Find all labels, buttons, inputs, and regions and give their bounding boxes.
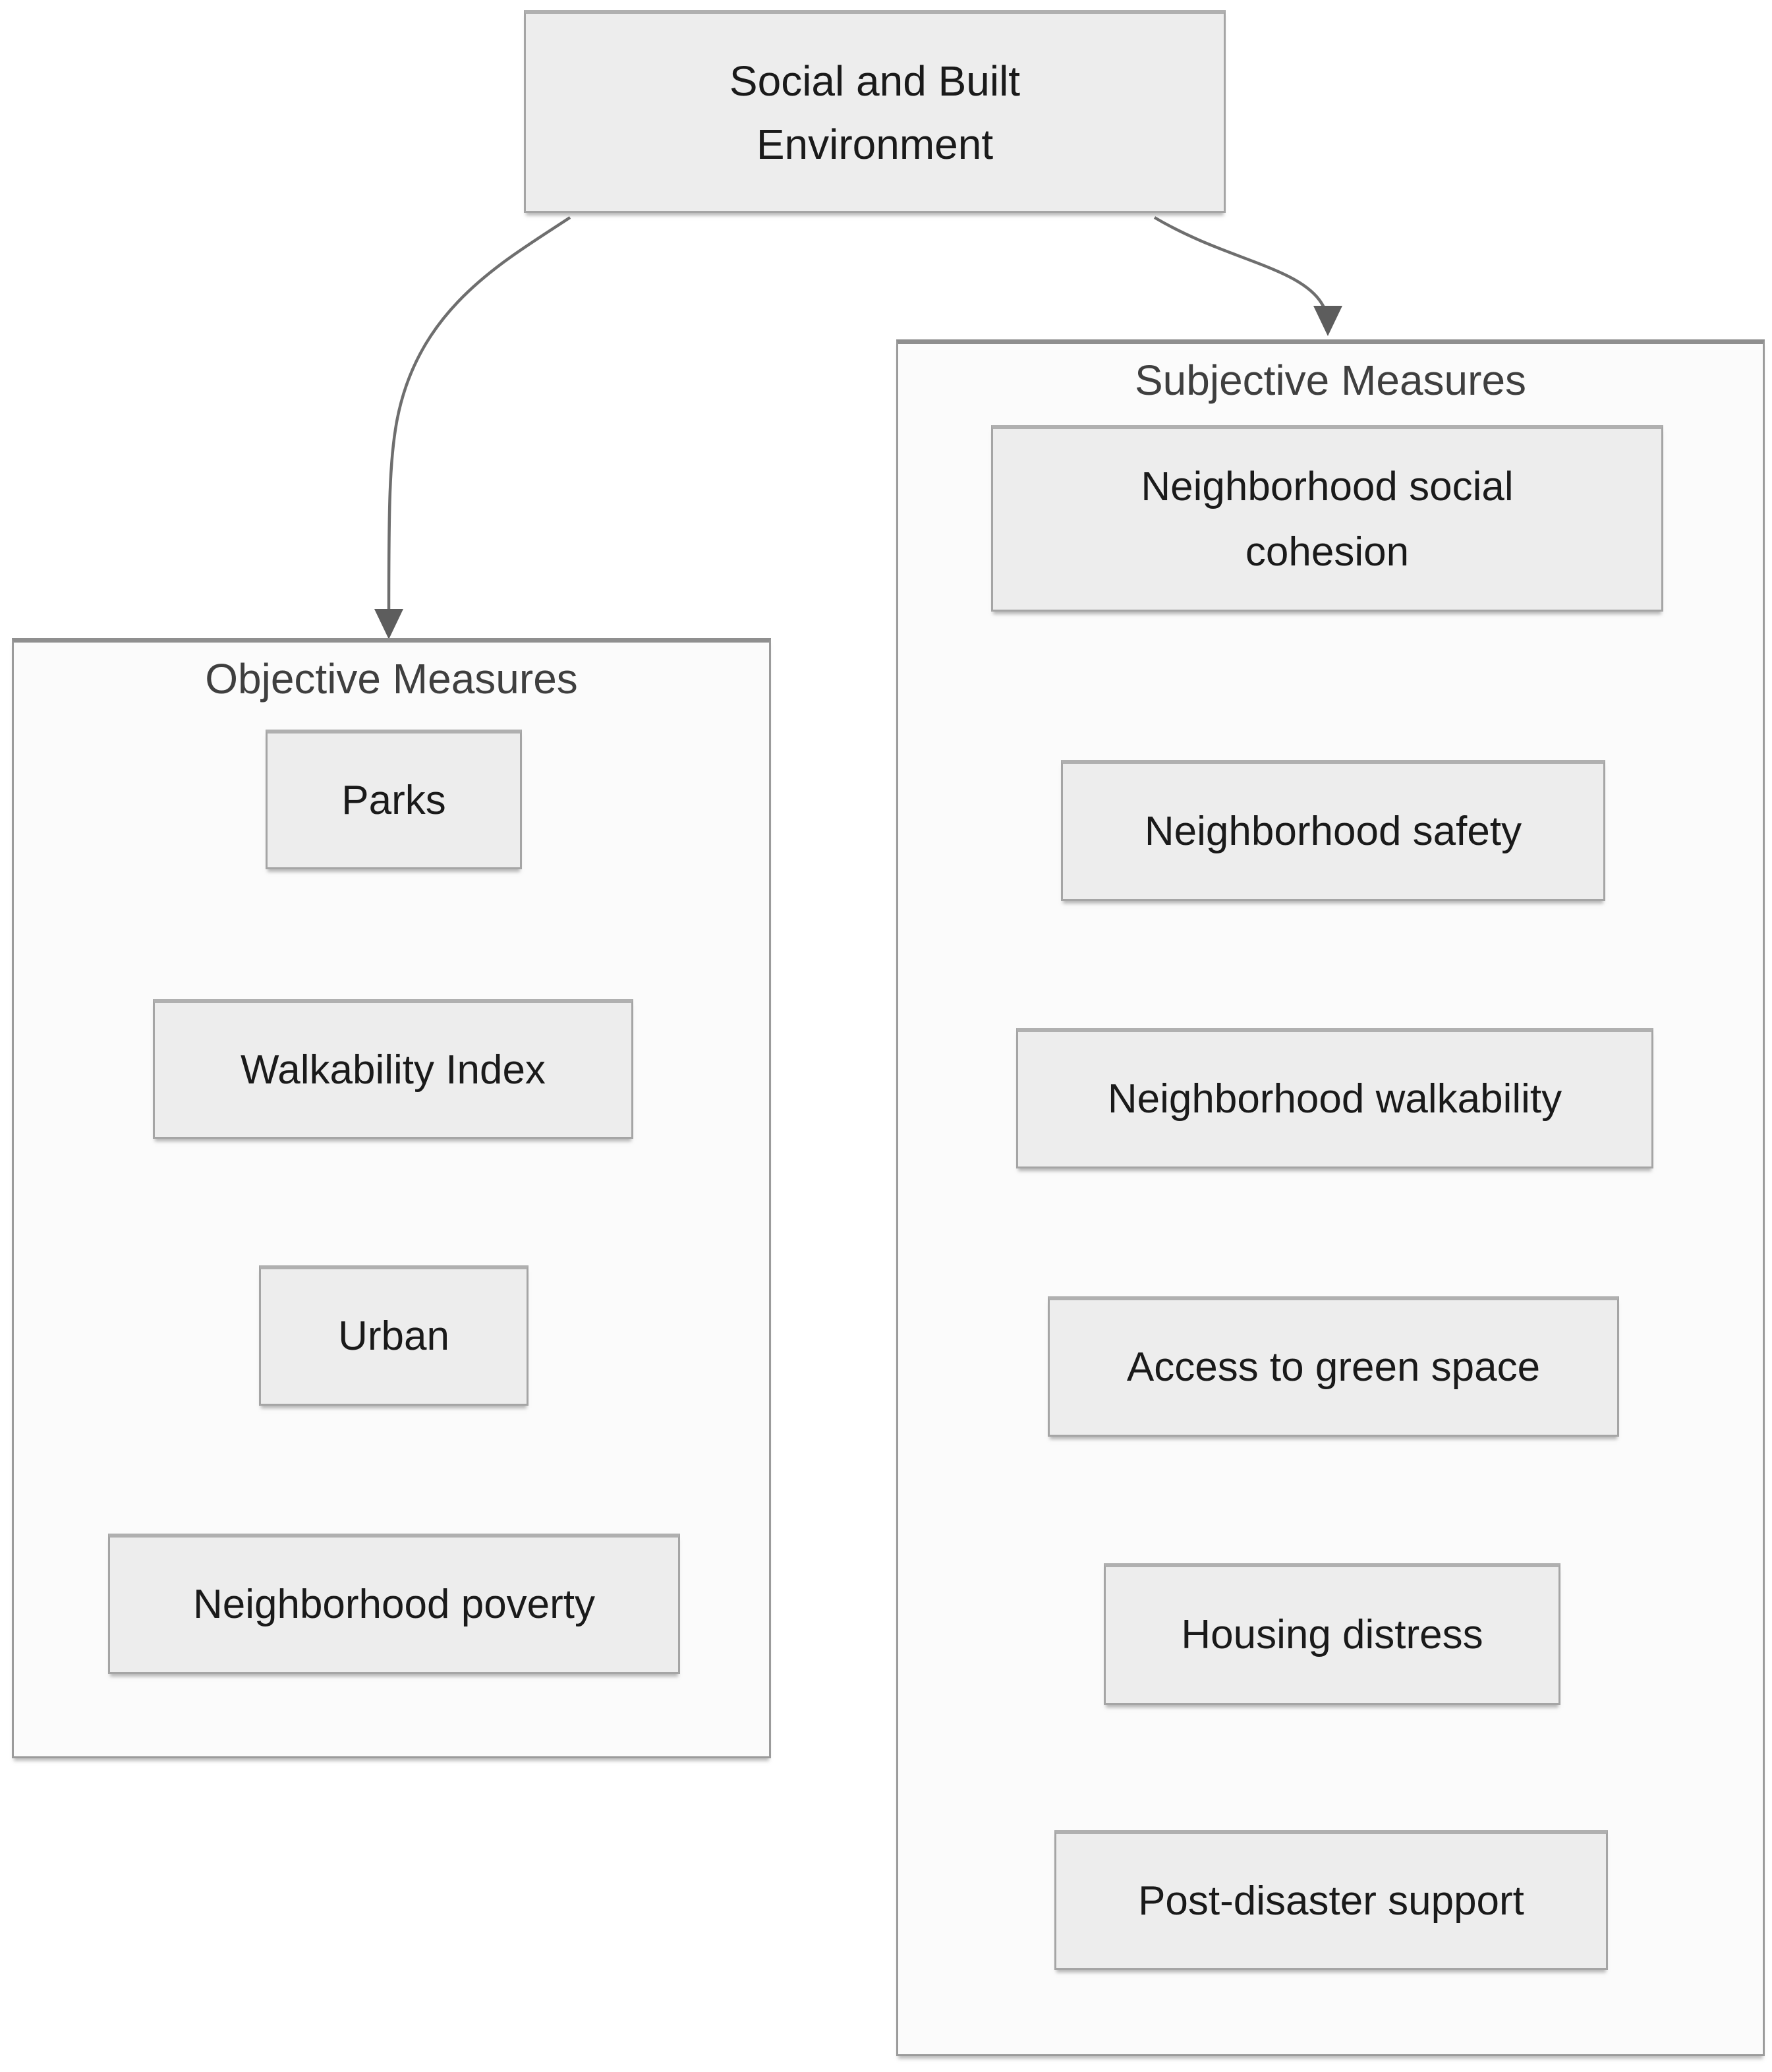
root-box-label-line1: Social and Built	[729, 57, 1021, 105]
node-walkability-index-label: Walkability Index	[241, 1047, 546, 1093]
node-parks-label: Parks	[341, 777, 446, 823]
node-neighborhood-walkability: Neighborhood walkability	[1016, 1028, 1653, 1168]
cohesion-label-line1: Neighborhood social	[1141, 463, 1514, 509]
group-title-subjective-measures: Subjective Measures	[1134, 357, 1527, 404]
arrow-to-subjective	[1153, 216, 1342, 336]
node-post-disaster-support-label: Post-disaster support	[1138, 1878, 1524, 1924]
arrow-to-subjective-curve	[1153, 216, 1330, 321]
root-box-label: Social and Built Environment	[729, 49, 1020, 176]
root-box-label-line2: Environment	[756, 120, 994, 168]
node-neighborhood-social-cohesion: Neighborhood social cohesion	[991, 425, 1663, 612]
node-neighborhood-social-cohesion-label: Neighborhood social cohesion	[1141, 454, 1513, 585]
arrow-to-objective-curve	[387, 216, 571, 612]
cohesion-label-line2: cohesion	[1245, 529, 1410, 575]
node-neighborhood-walkability-label: Neighborhood walkability	[1107, 1076, 1562, 1122]
node-walkability-index: Walkability Index	[153, 999, 633, 1139]
node-urban-label: Urban	[338, 1313, 449, 1360]
node-urban: Urban	[259, 1265, 529, 1406]
node-access-to-green-space-label: Access to green space	[1126, 1344, 1541, 1391]
group-title-objective-measures: Objective Measures	[205, 655, 578, 703]
node-neighborhood-safety: Neighborhood safety	[1061, 760, 1605, 901]
node-access-to-green-space: Access to green space	[1048, 1296, 1619, 1437]
node-housing-distress: Housing distress	[1104, 1563, 1560, 1705]
group-subjective-measures: Subjective Measures	[896, 339, 1765, 2056]
node-neighborhood-safety-label: Neighborhood safety	[1144, 808, 1522, 854]
node-parks: Parks	[266, 730, 522, 869]
node-post-disaster-support: Post-disaster support	[1054, 1830, 1608, 1970]
node-neighborhood-poverty-label: Neighborhood poverty	[192, 1582, 596, 1628]
node-housing-distress-label: Housing distress	[1181, 1612, 1483, 1658]
arrow-to-objective-head	[374, 609, 403, 639]
root-box-social-built-environment: Social and Built Environment	[524, 10, 1226, 213]
node-neighborhood-poverty: Neighborhood poverty	[108, 1534, 680, 1674]
arrow-to-subjective-head	[1313, 306, 1342, 336]
arrow-to-objective	[374, 216, 571, 639]
